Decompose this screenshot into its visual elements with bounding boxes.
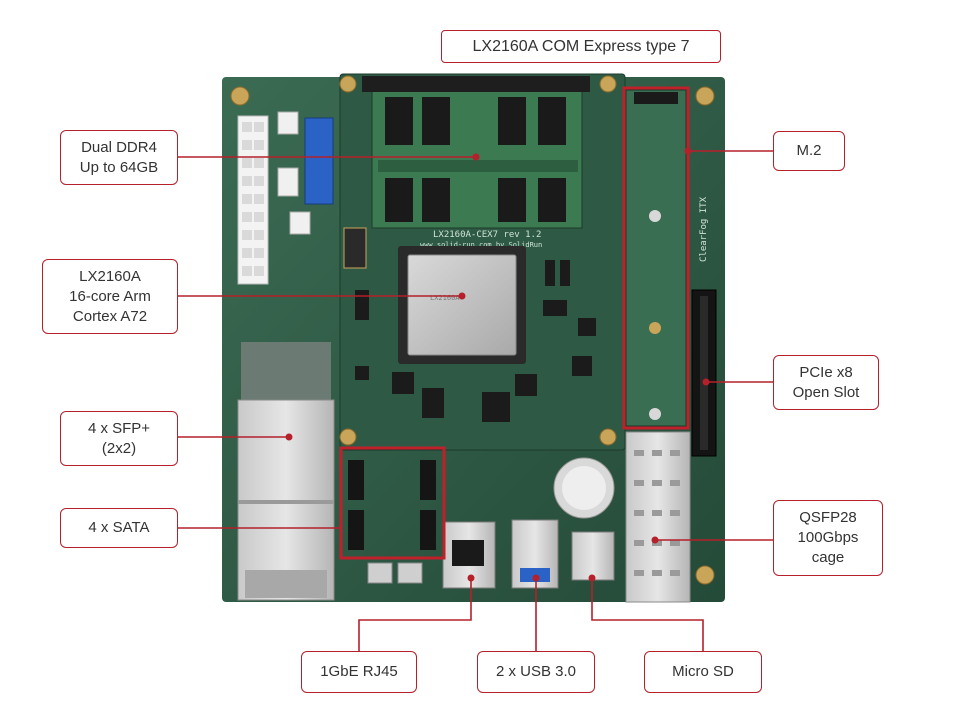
callout-ddr4-line-2: Up to 64GB: [79, 158, 159, 176]
cpu-package: LX2160A: [398, 246, 526, 364]
ddr4-module: [362, 76, 590, 229]
callout-usb-line-1: 2 x USB 3.0: [495, 663, 577, 680]
callout-m2-line-1: M.2: [796, 142, 822, 159]
callout-qsfp-line-1: QSFP28: [799, 509, 857, 526]
callout-m2: M.2: [773, 131, 845, 171]
small-connectors: [277, 111, 311, 235]
sfp-cages: [237, 342, 335, 601]
callout-cpu-line-1: LX2160A: [79, 267, 141, 285]
com-components: [355, 260, 596, 422]
callout-pcie-line-1: PCIe x8: [799, 363, 853, 381]
callout-cpu-line-3: Cortex A72: [72, 307, 148, 325]
coin-cell-battery: [553, 457, 615, 519]
pcie-slot: [691, 289, 717, 457]
callout-cpu-line-2: 16-core Arm: [69, 287, 151, 305]
carrier-silkscreen-label: ClearFog ITX: [699, 196, 709, 262]
callout-cpu: LX2160A 16-core Arm Cortex A72: [42, 259, 178, 334]
callout-usb: 2 x USB 3.0: [477, 651, 595, 693]
callout-ddr4-line-1: Dual DDR4: [81, 138, 157, 156]
usb-header: [304, 117, 334, 205]
svg-text:LX2160A: LX2160A: [430, 294, 460, 302]
callout-rj45: 1GbE RJ45: [301, 651, 417, 693]
leader-dots: [285, 147, 710, 582]
m2-slot: [625, 89, 687, 427]
callout-pcie: PCIe x8 Open Slot: [773, 355, 879, 410]
callout-sfp-line-1: 4 x SFP+: [87, 419, 151, 437]
sata-connectors: [348, 460, 436, 550]
leader-line-sd: [591, 578, 704, 651]
callout-sd-line-1: Micro SD: [672, 663, 734, 680]
m2-highlight-box: [622, 86, 690, 430]
vendor-silkscreen-label: www.solid-run.com by SolidRun: [420, 241, 542, 249]
diagram-title: LX2160A COM Express type 7: [441, 30, 721, 63]
bottom-ports: [367, 519, 615, 589]
callout-pcie-line-2: Open Slot: [792, 383, 860, 401]
callout-sata-line-1: 4 x SATA: [88, 519, 150, 536]
leader-lines: [178, 150, 773, 651]
atx-power-connector: [237, 115, 269, 285]
callout-sata: 4 x SATA: [60, 508, 178, 548]
qsfp28-cage: [625, 431, 691, 603]
sata-highlight-box: [339, 446, 446, 560]
com-silkscreen-label: LX2160A-CEX7 rev 1.2: [433, 230, 541, 240]
mounting-holes: [230, 75, 715, 585]
callout-sfp-line-2: (2x2): [101, 439, 137, 457]
leader-line-rj45: [358, 578, 472, 651]
callout-sfp: 4 x SFP+ (2x2): [60, 411, 178, 466]
callout-ddr4: Dual DDR4 Up to 64GB: [60, 130, 178, 185]
callout-qsfp-line-3: cage: [811, 549, 845, 566]
callout-rj45-line-1: 1GbE RJ45: [320, 663, 398, 680]
callout-qsfp: QSFP28 100Gbps cage: [773, 500, 883, 576]
callout-sd: Micro SD: [644, 651, 762, 693]
callout-qsfp-line-2: 100Gbps: [797, 529, 859, 546]
dip-switch: [343, 227, 367, 269]
